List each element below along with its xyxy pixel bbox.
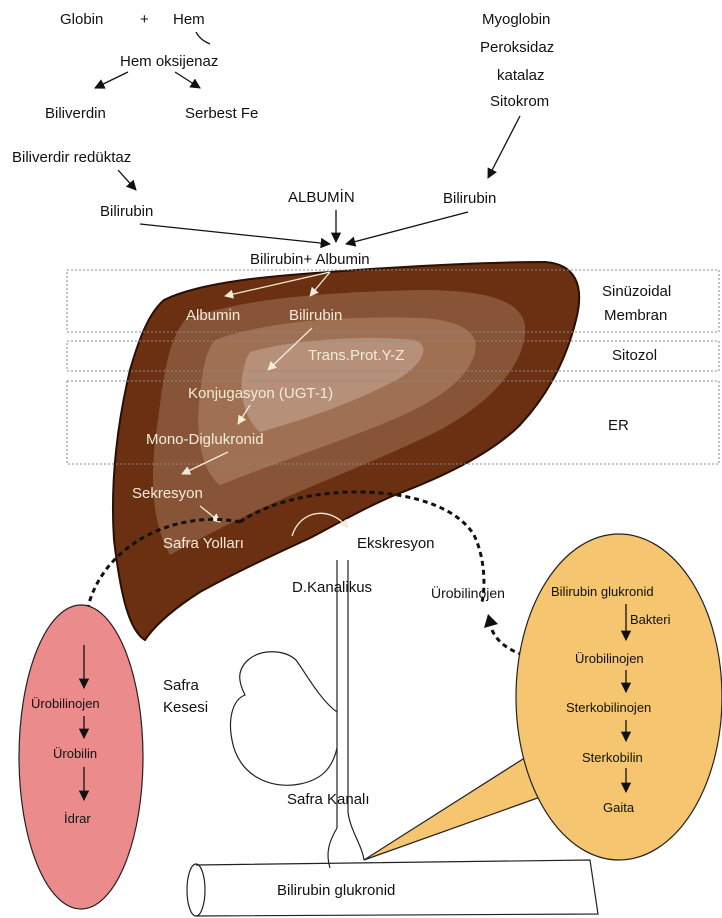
- label-sinusoidal: Sinüzoidal: [602, 283, 671, 300]
- arrow-hem-to-oxygenase: [196, 32, 210, 44]
- label-gut-sterkobilin: Sterkobilin: [582, 750, 643, 765]
- label-safra-yollari: Safra Yolları: [163, 535, 244, 552]
- intestine-outline: [196, 860, 598, 916]
- label-kidney-urobilinojen: Ürobilinojen: [31, 696, 100, 711]
- label-globin: Globin: [60, 11, 103, 28]
- label-gut-urobilinojen: Ürobilinojen: [575, 651, 644, 666]
- label-plus: +: [140, 11, 149, 28]
- label-safra-kanali: Safra Kanalı: [287, 791, 370, 808]
- label-liver-bilirubin: Bilirubin: [289, 307, 342, 324]
- label-myoglobin: Myoglobin: [482, 11, 550, 28]
- arrow-left-bilirubin-to-complex: [140, 224, 330, 244]
- label-hem: Hem: [173, 11, 205, 28]
- dotted-arrowhead-gut: [484, 614, 498, 628]
- arrow-to-bilirubin-left: [118, 170, 136, 190]
- label-gut-gaita: Gaita: [603, 800, 635, 815]
- label-membran: Membran: [604, 307, 667, 324]
- label-bilirubin-albumin: Bilirubin+ Albumin: [250, 251, 370, 268]
- gallbladder-outline: [231, 652, 337, 786]
- label-sitokrom: Sitokrom: [490, 93, 549, 110]
- duct-bottom-left: [328, 828, 337, 868]
- label-mono-di: Mono-Diglukronid: [146, 431, 264, 448]
- intestine-end: [187, 864, 205, 916]
- label-kidney-urobilin: Ürobilin: [53, 746, 97, 761]
- label-serbest-fe: Serbest Fe: [185, 105, 258, 122]
- label-trans-prot: Trans.Prot.Y-Z: [308, 347, 404, 364]
- label-hem-oksijenaz: Hem oksijenaz: [120, 53, 218, 70]
- label-er: ER: [608, 417, 629, 434]
- bile-duct-right: [348, 560, 364, 860]
- label-biliverdin-reduktaz: Biliverdir redüktaz: [12, 149, 131, 166]
- label-urobilinojen-mid: Ürobilinojen: [431, 584, 505, 601]
- label-gut-sterkobilinojen: Sterkobilinojen: [566, 700, 651, 715]
- label-albumin-top: ALBUMİN: [288, 188, 355, 206]
- label-bilirubin-right: Bilirubin: [443, 190, 496, 207]
- label-bilirubin-left: Bilirubin: [100, 203, 153, 220]
- label-liver-albumin: Albumin: [186, 307, 240, 324]
- label-safra: Safra: [163, 677, 200, 694]
- label-sekresyon: Sekresyon: [132, 485, 203, 502]
- label-gut-bilirubin-glukronid: Bilirubin glukronid: [551, 584, 654, 599]
- arrow-right-bilirubin-to-complex: [346, 212, 468, 244]
- arrow-to-biliverdin: [95, 72, 128, 88]
- label-gut-bakteri: Bakteri: [630, 612, 671, 627]
- arrow-to-bilirubin-right: [488, 116, 520, 178]
- label-kesesi: Kesesi: [163, 699, 208, 716]
- label-biliverdin: Biliverdin: [45, 105, 106, 122]
- label-ekskresyon: Ekskresyon: [357, 535, 435, 552]
- label-intestine-bilirubin-glukronid: Bilirubin glukronid: [277, 882, 395, 899]
- label-d-kanalikus: D.Kanalikus: [292, 579, 372, 596]
- label-sitozol: Sitozol: [612, 347, 657, 364]
- label-katalaz: katalaz: [497, 67, 545, 84]
- label-konjugasyon: Konjugasyon (UGT-1): [188, 385, 333, 402]
- label-peroksidaz: Peroksidaz: [480, 39, 554, 56]
- label-kidney-idrar: İdrar: [64, 811, 91, 826]
- arrow-to-free-fe: [175, 72, 200, 88]
